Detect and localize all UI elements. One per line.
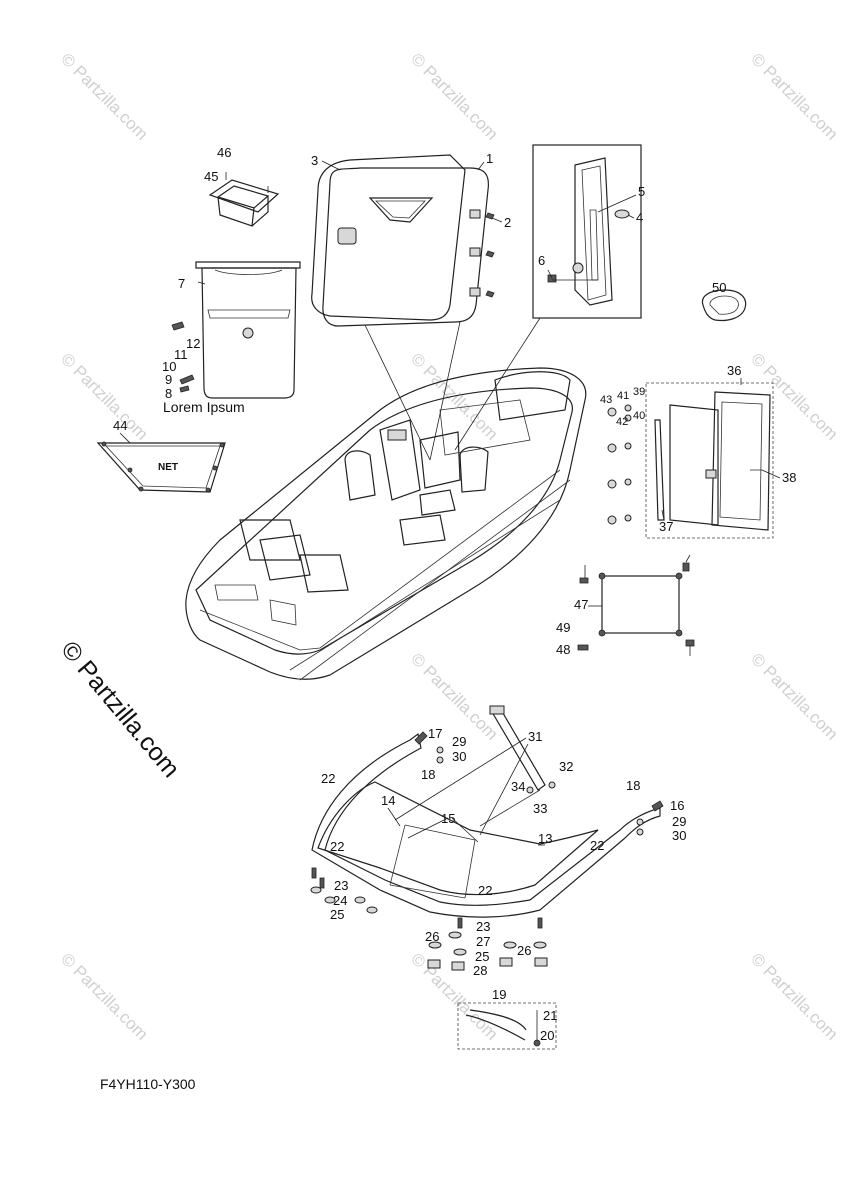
watermark-group: © Partzilla.com © Partzilla.com © Partzi… <box>57 49 841 1043</box>
cover-plate <box>577 554 695 656</box>
callout-11: 11 <box>174 347 188 362</box>
callout-49: 49 <box>556 620 570 635</box>
callout-23b: 23 <box>476 919 490 934</box>
callout-38: 38 <box>782 470 796 485</box>
callout-21: 21 <box>543 1008 557 1023</box>
callout-31: 31 <box>528 729 542 744</box>
callout-36: 36 <box>727 363 741 378</box>
callout-30b: 30 <box>672 828 686 843</box>
watermark-text: © Partzilla.com <box>407 49 501 143</box>
hinge-detail-inset <box>532 144 642 319</box>
seal-strip-box <box>457 1002 557 1050</box>
callout-12: 12 <box>186 336 200 351</box>
callout-42: 42 <box>616 416 628 428</box>
callout-25b: 25 <box>475 949 489 964</box>
callout-6: 6 <box>538 253 545 268</box>
callout-leaders <box>119 160 781 846</box>
watermark-text: © Partzilla.com <box>407 649 501 743</box>
callout-20: 20 <box>540 1028 554 1043</box>
watermark-text: © Partzilla.com <box>747 649 841 743</box>
callout-18b: 18 <box>626 778 640 793</box>
callout-33: 33 <box>533 801 547 816</box>
callout-26a: 26 <box>425 929 439 944</box>
callout-5: 5 <box>638 184 645 199</box>
callout-26b: 26 <box>517 943 531 958</box>
callout-15: 15 <box>441 811 455 826</box>
callout-28: 28 <box>473 963 487 978</box>
callout-22b: 22 <box>330 839 344 854</box>
callout-48: 48 <box>556 642 570 657</box>
callout-50: 50 <box>712 280 726 295</box>
partzilla-vertical-watermark: © Partzilla.com <box>55 636 185 783</box>
callout-37: 37 <box>659 519 673 534</box>
callout-39: 39 <box>633 386 645 398</box>
boat-hull <box>185 367 587 681</box>
callout-22c: 22 <box>478 883 492 898</box>
callout-30a: 30 <box>452 749 466 764</box>
callout-34: 34 <box>511 779 525 794</box>
callout-16: 16 <box>670 798 684 813</box>
watermark-text: © Partzilla.com <box>57 49 151 143</box>
callout-40: 40 <box>633 410 645 422</box>
diagram-code: F4YH110-Y300 <box>100 1076 196 1092</box>
callout-3: 3 <box>311 153 318 168</box>
callout-7: 7 <box>178 276 185 291</box>
net-label: NET <box>158 462 178 473</box>
callout-32: 32 <box>559 759 573 774</box>
callout-43: 43 <box>600 394 612 406</box>
watermark-text: © Partzilla.com <box>747 49 841 143</box>
callout-18: 18 <box>421 767 435 782</box>
callout-1: 1 <box>486 151 493 166</box>
callout-labels: 1 2 3 4 5 6 7 8 9 10 11 12 13 14 15 16 1… <box>113 145 796 1043</box>
callout-8: 8 <box>165 386 172 401</box>
callout-45: 45 <box>204 169 218 184</box>
callout-29a: 29 <box>452 734 466 749</box>
callout-24: 24 <box>333 893 347 908</box>
callout-4: 4 <box>636 210 643 225</box>
callout-10: 10 <box>162 359 176 374</box>
seat-back-panel-group <box>311 154 495 327</box>
callout-25a: 25 <box>330 907 344 922</box>
callout-22d: 22 <box>590 838 604 853</box>
callout-17: 17 <box>428 726 442 741</box>
callout-44: 44 <box>113 418 127 433</box>
callout-14: 14 <box>381 793 395 808</box>
callout-47: 47 <box>574 597 588 612</box>
windshield-assembly <box>311 705 664 918</box>
watermark-text: © Partzilla.com <box>747 949 841 1043</box>
callout-13: 13 <box>538 831 552 846</box>
watermark-text: © Partzilla.com <box>57 349 151 443</box>
callout-22a: 22 <box>321 771 335 786</box>
placeholder-text: Lorem Ipsum <box>163 399 245 415</box>
callout-46: 46 <box>217 145 231 160</box>
callout-23a: 23 <box>334 878 348 893</box>
windshield-fasteners <box>310 867 548 971</box>
callout-19: 19 <box>492 987 506 1002</box>
storage-bin <box>171 261 301 399</box>
watermark-text: © Partzilla.com <box>57 949 151 1043</box>
callout-9: 9 <box>165 372 172 387</box>
callout-29b: 29 <box>672 814 686 829</box>
callout-2: 2 <box>504 215 511 230</box>
callout-41: 41 <box>617 390 629 402</box>
cup-holder-tray <box>208 172 280 227</box>
callout-27: 27 <box>476 934 490 949</box>
cargo-net: NET <box>96 441 226 493</box>
mirror-part <box>701 289 747 322</box>
hatch-assembly <box>607 382 774 539</box>
